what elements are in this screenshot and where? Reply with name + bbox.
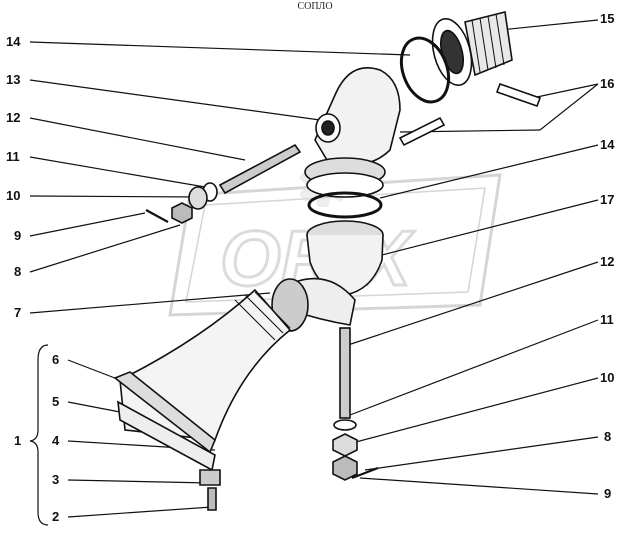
callout-13: 13 [6,72,21,87]
callout-9-right: 9 [604,486,612,501]
part-14-o-ring-upper [399,36,451,104]
part-6-gasket [113,371,216,454]
part-10-nut-lower [332,433,358,457]
part-17-lower-elbow [289,220,384,326]
callout-16: 16 [600,76,615,91]
callout-6: 6 [52,352,60,367]
part-12-stud-lower [339,327,351,419]
part-2-bolt [207,487,217,511]
page-title: СОПЛО [297,1,333,12]
callout-15: 15 [600,11,615,26]
callout-14-left: 14 [6,34,21,49]
callout-11-right: 11 [600,312,614,327]
part-16-pin-lower [398,116,446,147]
callout-4: 4 [52,433,60,448]
part-12-stud-upper [218,143,302,195]
leader-lines [29,19,599,526]
callout-17: 17 [600,192,615,207]
callout-7: 7 [14,305,22,320]
part-8-nut-lower [332,455,358,481]
callout-8-right: 8 [604,429,612,444]
callout-2: 2 [52,509,60,524]
part-13-upper-elbow [304,67,401,198]
part-9-cotter-pin-upper [145,209,169,223]
part-16-pin-upper [495,82,542,108]
callout-1: 1 [14,433,22,448]
parts [113,11,542,511]
part-3-plate [199,469,221,486]
part-14-o-ring-lower [307,191,383,219]
part-11-washer-lower [333,419,357,431]
callout-5: 5 [52,394,60,409]
part-9-cotter-pin-lower [351,466,379,480]
callout-11-left: 11 [6,149,20,164]
callout-12-left: 12 [6,110,21,125]
callout-10-left: 10 [6,188,21,203]
callout-12-right: 12 [600,254,615,269]
callout-8-left: 8 [14,264,22,279]
callout-9-left: 9 [14,228,22,243]
part-8-nut-upper [171,202,193,224]
callout-14-right: 14 [600,137,615,152]
part-10-nut-upper [188,186,208,210]
callout-10-right: 10 [600,370,615,385]
callout-3: 3 [52,472,60,487]
